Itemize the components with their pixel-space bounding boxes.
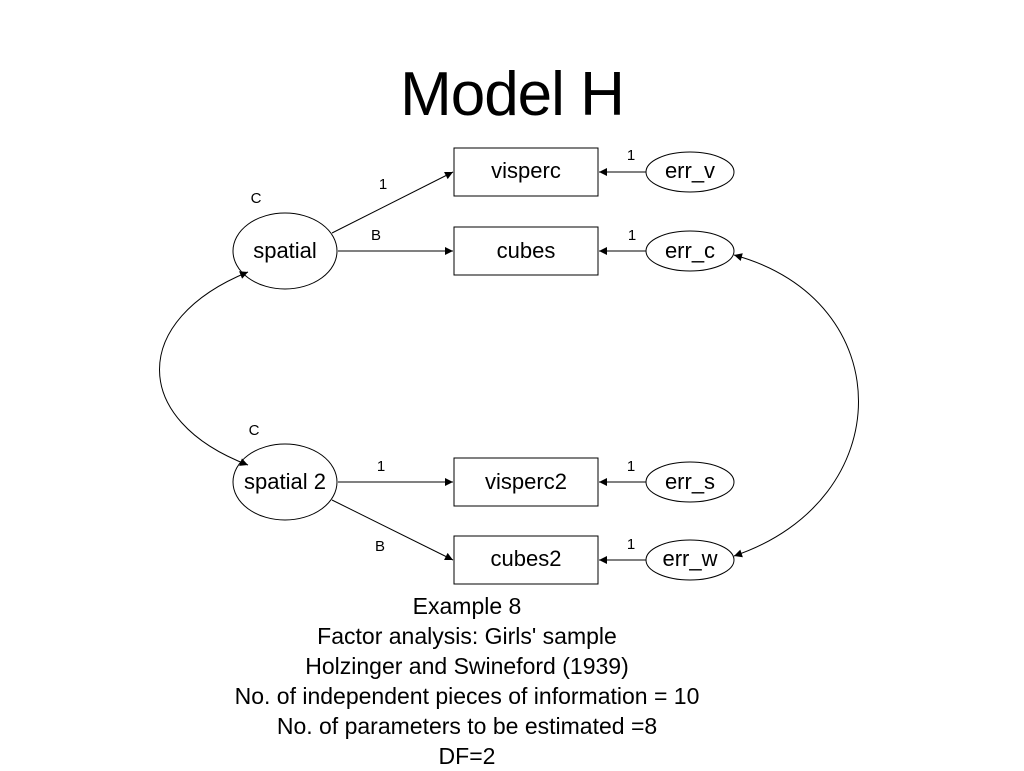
path-label-spatial-cubes: B [371,227,381,244]
caption-line-analysis: Factor analysis: Girls' sample [317,623,617,649]
observed-visperc [453,147,599,197]
caption-line-information: No. of independent pieces of information… [234,683,700,709]
label-visperc: visperc [491,158,561,183]
caption: Example 8 Factor analysis: Girls' sample… [0,591,934,771]
label-spatial-2: spatial 2 [244,469,326,494]
caption-line-df: DF=2 [438,743,496,769]
label-err-v: err_v [665,158,715,183]
path-label-err-w: 1 [627,536,635,553]
variance-label-spatial: C [251,190,262,207]
label-cubes2: cubes2 [491,546,562,571]
label-cubes: cubes [497,238,556,263]
path-label-err-s: 1 [627,458,635,475]
label-err-w: err_w [662,546,717,571]
latent-spatial [232,212,338,290]
label-visperc2: visperc2 [485,469,567,494]
path-label-spatial-visperc: 1 [379,176,387,193]
caption-line-parameters: No. of parameters to be estimated =8 [276,713,658,739]
variance-label-spatial-2: C [249,422,260,439]
path-spatial-to-visperc [331,171,454,234]
caption-line-example: Example 8 [412,593,522,619]
path-spatial2-to-cubes2 [331,499,454,561]
observed-visperc2 [453,457,599,507]
caption-line-source: Holzinger and Swineford (1939) [305,653,629,679]
covariance-err-c-err-w [733,253,859,558]
latent-spatial-2 [232,443,338,521]
path-label-spatial2-visperc2: 1 [377,458,385,475]
covariance-spatial-spatial2 [159,271,249,466]
label-spatial: spatial [253,238,317,263]
path-label-err-c: 1 [628,227,636,244]
path-label-spatial2-cubes2: B [375,538,385,555]
label-err-s: err_s [665,469,715,494]
observed-cubes2 [453,535,599,585]
label-err-c: err_c [665,238,715,263]
observed-cubes [453,226,599,276]
slide-title: Model H [400,60,625,129]
path-label-err-v: 1 [627,147,635,164]
